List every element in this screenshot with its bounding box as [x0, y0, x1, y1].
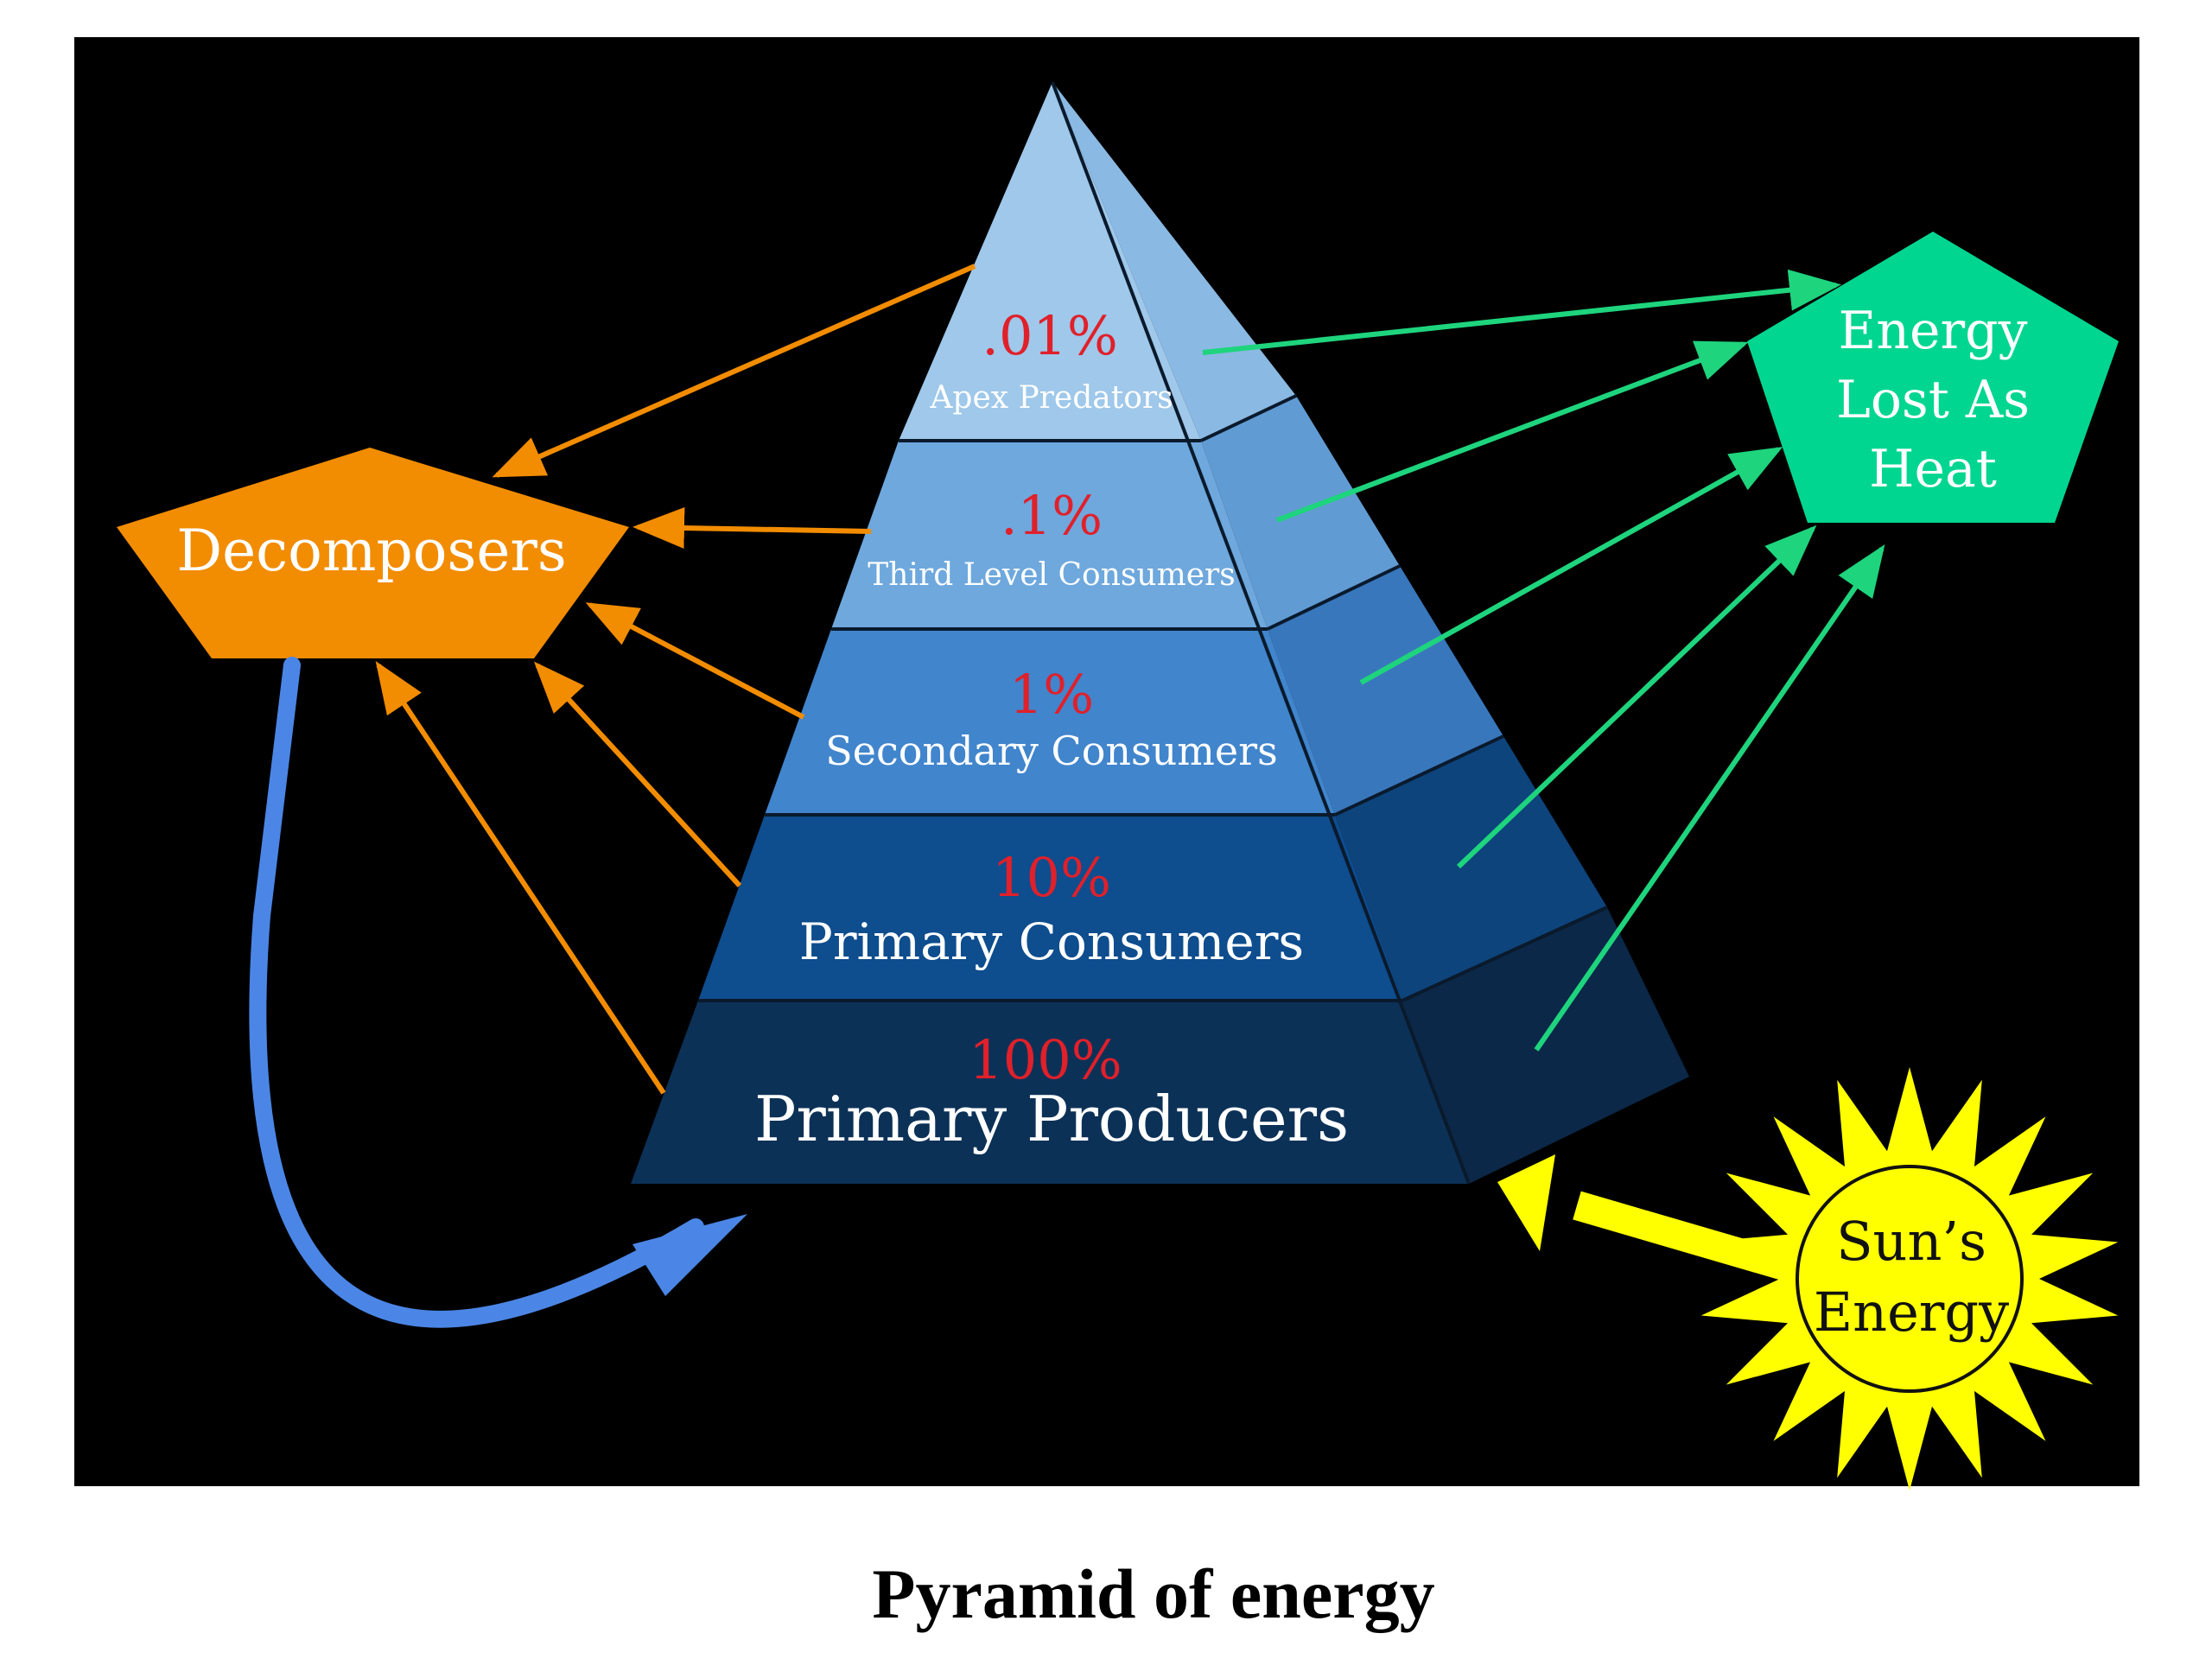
level-percent-primary-producers: 100% — [969, 1028, 1122, 1091]
level-front-face — [765, 629, 1335, 815]
arrow-secondary-to-heat — [1359, 447, 1783, 685]
arrow-third-level-to-decomposers — [632, 507, 872, 549]
decomposers-node: Decomposers — [117, 448, 629, 658]
level-percent-third-level-consumers: .1% — [1001, 484, 1103, 547]
sun-node: Sun’s Energy — [1700, 1067, 2119, 1491]
level-percent-secondary-consumers: 1% — [1009, 663, 1094, 726]
level-name-secondary-consumers: Secondary Consumers — [825, 728, 1277, 774]
level-front-face — [698, 815, 1402, 1001]
pyramid-level-primary-producers — [631, 907, 1689, 1184]
level-name-third-level-consumers: Third Level Consumers — [868, 557, 1235, 593]
arrow-primary-consumers-to-decomposers — [533, 661, 742, 888]
sun-label-line-1: Sun’s — [1836, 1210, 1986, 1273]
level-name-apex-predators: Apex Predators — [929, 380, 1173, 416]
decomposers-label: Decomposers — [176, 518, 567, 584]
arrow-apex-to-heat — [1202, 269, 1841, 355]
sun-disc — [1796, 1165, 2024, 1393]
pyramid-level-secondary-consumers — [765, 566, 1503, 815]
level-name-primary-producers: Primary Producers — [754, 1083, 1349, 1155]
decomposers-pentagon — [117, 448, 629, 658]
decomposer-arrows — [375, 264, 976, 1095]
level-percent-primary-consumers: 10% — [992, 846, 1111, 909]
arrow-producers-to-decomposers — [375, 661, 666, 1095]
level-front-face — [899, 82, 1201, 441]
heat-label-line-2: Lost As — [1836, 370, 2030, 430]
arrow-third-level-to-heat — [1275, 340, 1749, 523]
recycle-arrow — [249, 657, 747, 1328]
arrow-secondary-to-decomposers — [585, 602, 805, 720]
arrow-producers-to-heat — [1534, 544, 1885, 1052]
heat-label-line-1: Energy — [1839, 301, 2028, 361]
level-side-face — [1402, 907, 1689, 1184]
figure-caption: Pyramid of energy — [872, 1554, 1434, 1633]
arrow-primary-consumers-to-heat — [1456, 524, 1817, 869]
pyramid-edges — [698, 81, 1608, 1185]
level-percent-apex-predators: .01% — [982, 304, 1118, 367]
heat-label-line-3: Heat — [1869, 439, 1997, 499]
level-name-primary-consumers: Primary Consumers — [799, 912, 1304, 971]
pyramid — [631, 81, 1689, 1185]
level-side-face — [1268, 566, 1503, 815]
pyramid-level-primary-consumers — [698, 736, 1607, 1001]
level-front-face — [631, 1001, 1469, 1184]
level-front-face — [831, 441, 1268, 629]
sun-label-line-2: Energy — [1814, 1281, 2009, 1344]
arrow-apex-to-decomposers — [492, 264, 976, 478]
sun-energy-arrow — [1497, 1154, 1797, 1283]
level-side-face — [1335, 736, 1607, 1001]
heat-arrows — [1202, 269, 1885, 1052]
